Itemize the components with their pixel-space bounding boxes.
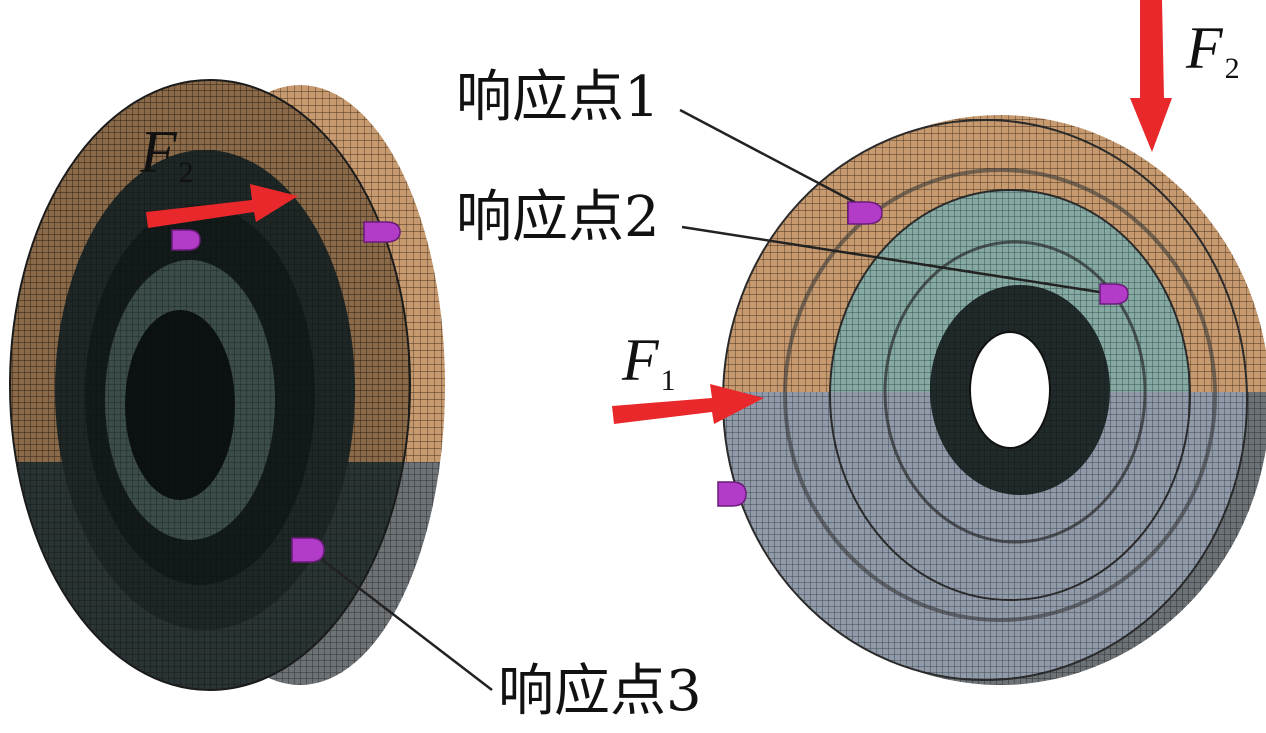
response-marker-point3 [291,537,325,563]
left-wheel [9,79,445,691]
response-point-1-label: 响应点1 [456,65,660,130]
force-label-f1: F1 [622,327,676,397]
response-marker-point1 [847,201,883,225]
leader-line-point1 [679,108,863,208]
force-arrow-f1 [612,384,764,424]
force-label-f2-right: F2 [1186,15,1240,85]
response-marker-left-rim [363,221,401,243]
leader-line-point3 [311,551,493,691]
force-label-f2-left: F2 [140,119,194,189]
response-marker-right-lower [717,481,747,507]
response-point-3-label: 响应点3 [498,659,702,724]
response-point-2-label: 响应点2 [456,185,660,250]
force-arrow-f2-left [146,184,298,228]
response-marker-left-inner [171,229,201,251]
force-arrow-f2-right [1130,0,1172,152]
leader-line-point2 [681,225,1113,296]
right-wheel [722,115,1266,685]
response-marker-point2 [1099,283,1129,305]
